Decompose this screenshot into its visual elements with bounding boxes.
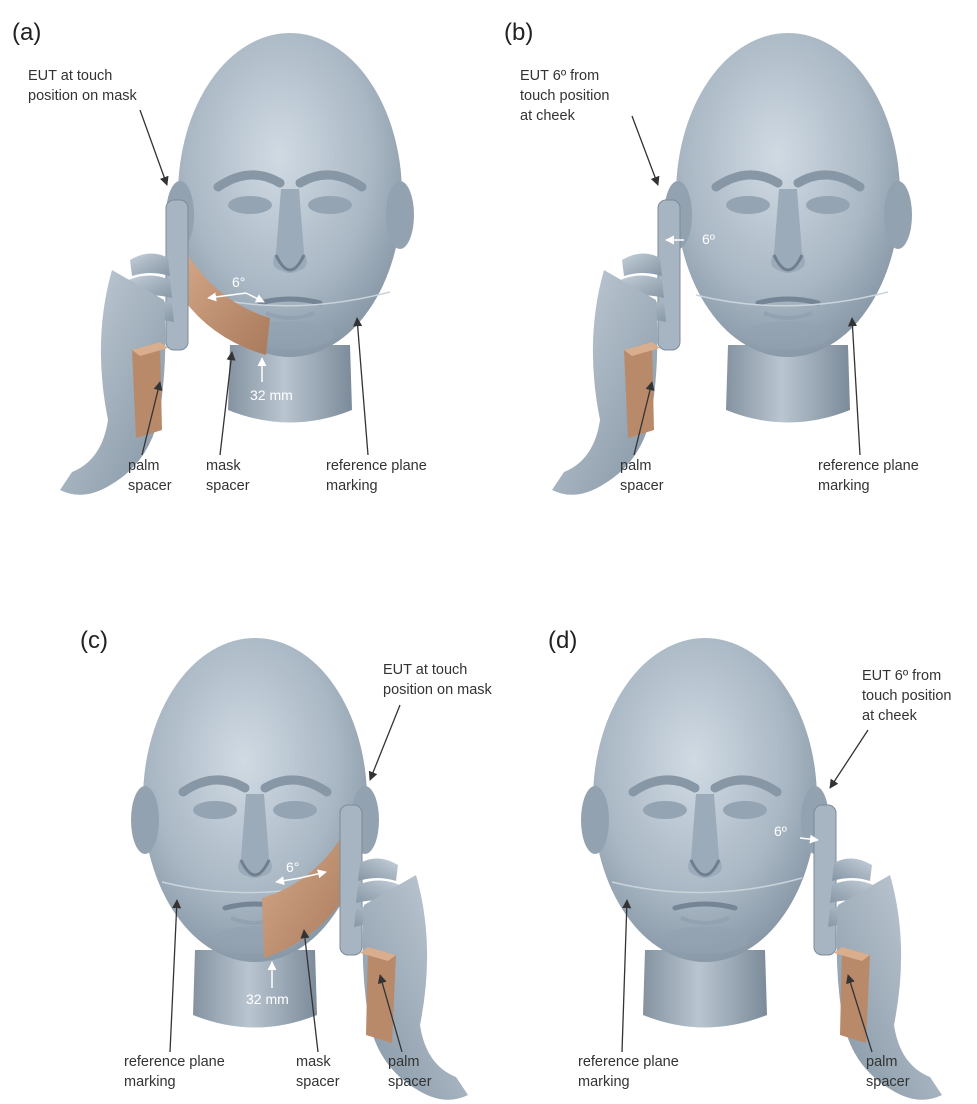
panel-a: (a) 6° 32 mm EUT at touch position on ma… <box>12 19 427 495</box>
panel-c: (c) 6° 32 mm EUT at touch position on ma… <box>80 627 493 1100</box>
panel-c-ref-line2: marking <box>124 1074 176 1090</box>
panel-c-ref-line1: reference plane <box>124 1054 225 1070</box>
panel-a-label: (a) <box>12 19 41 46</box>
panel-a-ref-line2: marking <box>326 478 378 494</box>
panel-b-head <box>664 33 912 423</box>
panel-d-eut-line1: EUT 6º from <box>862 668 941 684</box>
panel-a-angle: 6° <box>232 274 245 290</box>
panel-c-mask-line2: spacer <box>296 1074 340 1090</box>
panel-b-label: (b) <box>504 19 533 46</box>
panel-a-eut-line2: position on mask <box>28 88 138 104</box>
panel-d: (d) 6º EUT 6º from touch position at che… <box>548 627 951 1100</box>
panel-d-palm-line2: spacer <box>866 1074 910 1090</box>
panel-b-eut-line1: EUT 6º from <box>520 68 599 84</box>
panel-c-label: (c) <box>80 627 108 654</box>
panel-c-eut-line1: EUT at touch <box>383 662 467 678</box>
panel-d-head <box>581 638 829 1028</box>
panel-c-palm-line2: spacer <box>388 1074 432 1090</box>
panel-c-angle: 6° <box>286 859 299 875</box>
panel-b-eut-line2: touch position <box>520 88 609 104</box>
panel-c-mask-line1: mask <box>296 1054 331 1070</box>
panel-b-ref-line2: marking <box>818 478 870 494</box>
panel-d-ref-line2: marking <box>578 1074 630 1090</box>
panel-b-palm-line1: palm <box>620 458 651 474</box>
panel-d-eut-line2: touch position <box>862 688 951 704</box>
panel-c-palm-line1: palm <box>388 1054 419 1070</box>
panel-b-eut-line3: at cheek <box>520 108 576 124</box>
panel-a-mask-line1: mask <box>206 458 241 474</box>
panel-d-eut-line3: at cheek <box>862 708 918 724</box>
panel-a-head <box>166 33 414 423</box>
panel-a-hand <box>60 200 188 495</box>
panel-b-palm-line2: spacer <box>620 478 664 494</box>
panel-d-ref-line1: reference plane <box>578 1054 679 1070</box>
panel-a-palm-line1: palm <box>128 458 159 474</box>
panel-a-mask-line2: spacer <box>206 478 250 494</box>
panel-b-hand <box>552 200 680 495</box>
panel-a-palm-line2: spacer <box>128 478 172 494</box>
panel-d-palm-line1: palm <box>866 1054 897 1070</box>
panel-a-distance: 32 mm <box>250 387 293 403</box>
panel-c-eut-line2: position on mask <box>383 682 493 698</box>
panel-d-angle: 6º <box>774 823 787 839</box>
panel-a-eut-line1: EUT at touch <box>28 68 112 84</box>
panel-b-angle: 6º <box>702 231 715 247</box>
panel-b: (b) 6º EUT 6º from touch position at che… <box>504 19 919 495</box>
panel-b-ref-line1: reference plane <box>818 458 919 474</box>
panel-c-distance: 32 mm <box>246 991 289 1007</box>
panel-d-label: (d) <box>548 627 577 654</box>
panel-a-ref-line1: reference plane <box>326 458 427 474</box>
